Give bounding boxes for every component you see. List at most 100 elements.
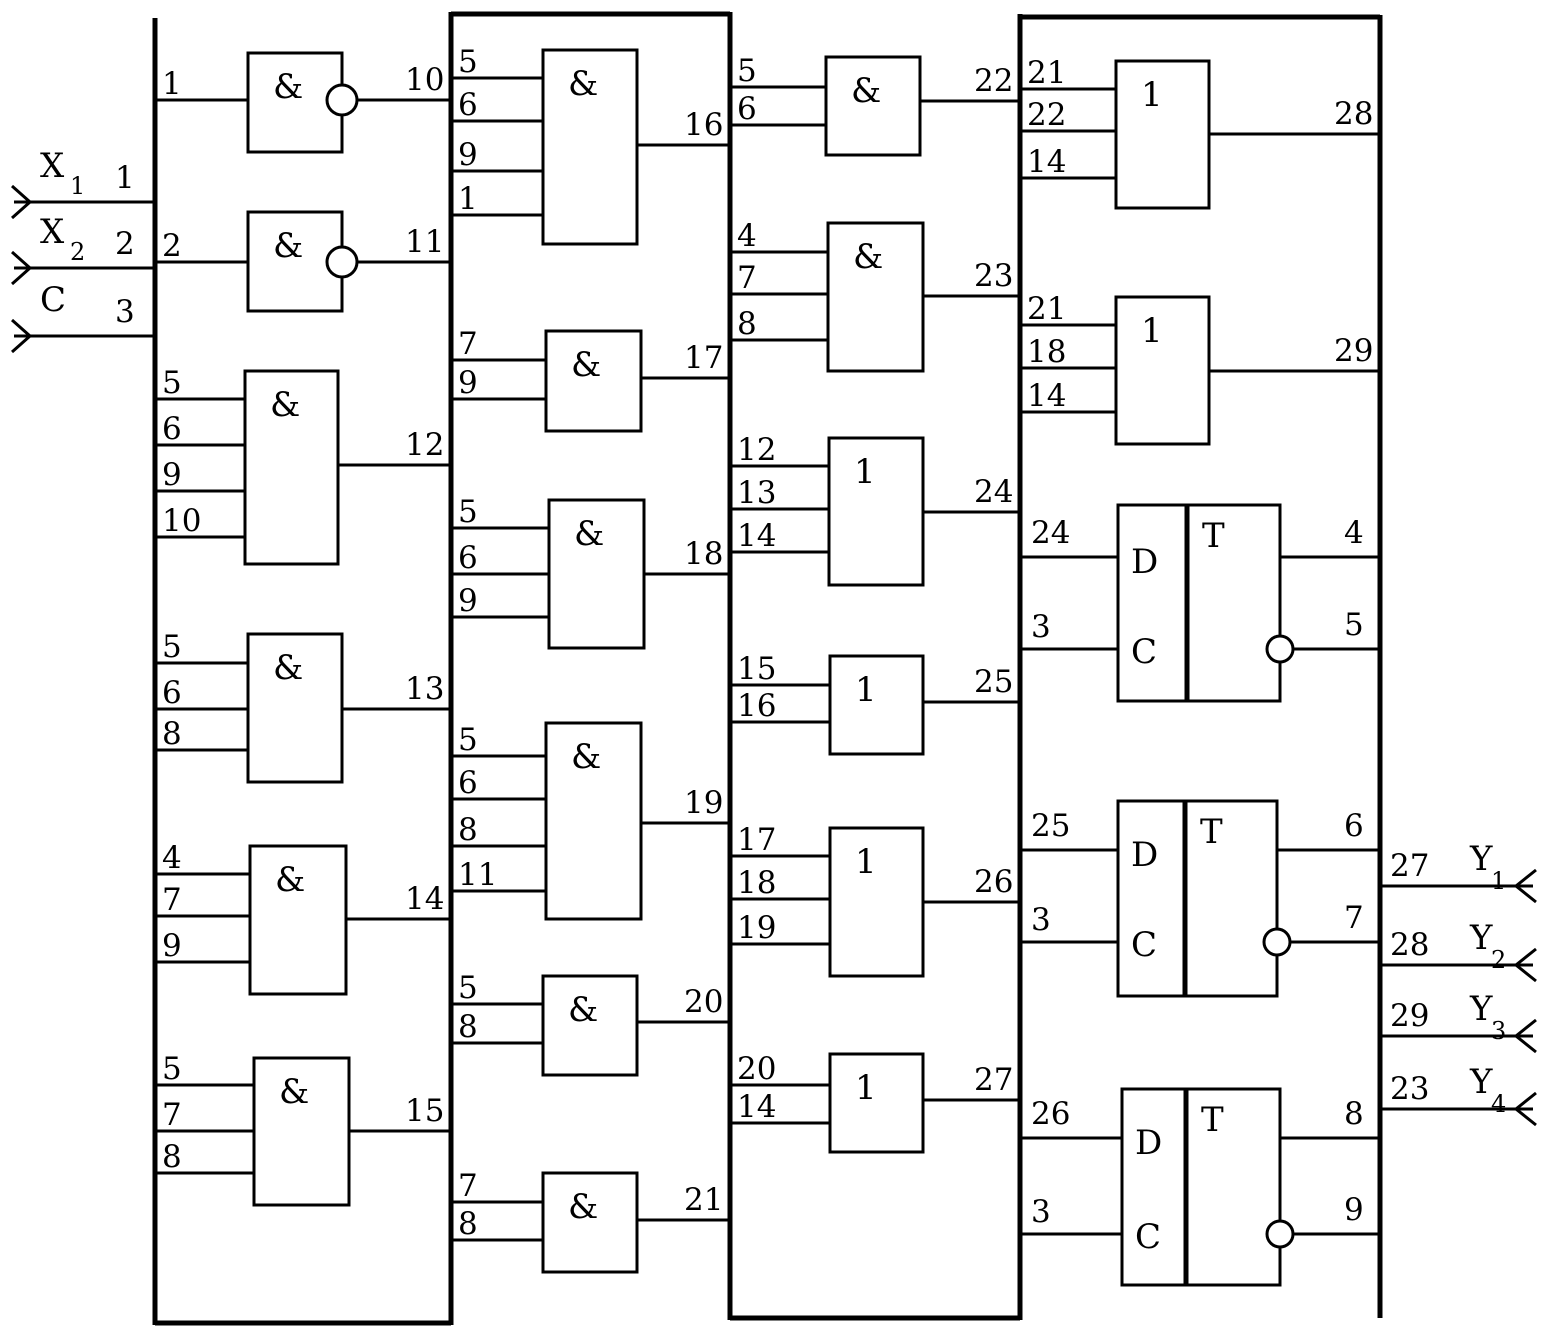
input-label: 6 [458,87,478,123]
input-label: 5 [458,44,478,80]
or-gate-body [828,654,925,756]
flipflop-t-label: T [1201,1100,1224,1140]
input-name: C [40,280,66,320]
gate-symbol: 1 [854,452,876,492]
d-input-label: 24 [1031,515,1070,551]
output-name: Y [1469,918,1493,958]
input-label: 6 [458,540,478,576]
input-label: 11 [458,857,497,893]
input-label: 6 [162,411,182,447]
input-label: 14 [737,1089,776,1125]
output-label: 27 [974,1062,1013,1098]
or-gate-body [828,1052,925,1154]
output-label: 14 [405,881,444,917]
gate-10: 1&10 [155,51,451,154]
or-gate-body [1114,59,1211,210]
gate-symbol: & [571,345,601,385]
nq-output-label: 9 [1344,1192,1364,1228]
input-arrow-icon [11,184,33,220]
input-label: 9 [162,457,182,493]
input-label: 5 [458,722,478,758]
flipflop-d-label: D [1135,1123,1162,1163]
input-name: X [40,212,65,252]
inversion-bubble [1265,1219,1295,1249]
input-label: 5 [162,629,182,665]
c-input-label: 3 [1031,902,1051,938]
gate-22: 56&22 [730,53,1020,157]
and-gate-body [541,1171,639,1274]
input-label: 5 [737,53,757,89]
gate-17: 79&17 [451,326,730,433]
output-subscript: 4 [1491,1090,1506,1118]
output-pin-label: 27 [1390,848,1429,884]
input-label: 7 [162,1097,182,1133]
flipflop-c-label: C [1131,925,1157,965]
output-subscript: 3 [1491,1017,1506,1045]
input-label: 9 [458,583,478,619]
gate-symbol: & [851,71,881,111]
flipflop-t-label: T [1200,812,1223,852]
output-label: 24 [974,474,1013,510]
flipflop-d-label: D [1131,542,1158,582]
and-gate-body [541,48,639,246]
input-label: 9 [458,365,478,401]
flipflop-c-label: C [1131,632,1157,672]
nq-output-label: 7 [1344,900,1364,936]
input-label: 21 [1027,291,1066,327]
input-label: 19 [737,910,776,946]
inversion-bubble [1265,634,1295,664]
input-label: 16 [737,688,776,724]
input-label: 14 [737,518,776,554]
input-label: 7 [737,260,757,296]
output-label: 16 [684,107,723,143]
and-gate-body [547,498,646,650]
output-label: 23 [974,258,1013,294]
input-label: 1 [162,66,182,102]
gate-18: 569&18 [451,494,730,650]
gate-20: 58&20 [451,970,730,1077]
input-label: 22 [1027,97,1066,133]
q-output-label: 6 [1344,808,1364,844]
output-subscript: 1 [1491,867,1506,895]
d-input-label: 26 [1031,1096,1070,1132]
input-arrow-icon [11,250,33,286]
bus-2 [451,11,733,1320]
gate-symbol: 1 [855,670,877,710]
input-label: 14 [1027,378,1066,414]
input-label: 7 [162,882,182,918]
or-gate-body [827,436,925,587]
gate-21: 78&21 [451,1168,730,1274]
input-pin-label: 1 [115,160,135,196]
output-name: Y [1469,839,1493,879]
output-subscript: 2 [1491,946,1506,974]
and-gate-body [243,369,340,566]
gate-symbol: 1 [1141,75,1163,115]
and-gate-body [826,221,925,373]
gate-symbol: & [568,64,598,104]
input-label: 8 [162,716,182,752]
flipflop-t-label: T [1202,516,1225,556]
inversion-bubble [1262,927,1292,957]
q-output-label: 8 [1344,1096,1364,1132]
input-label: 4 [162,840,182,876]
flipflop-body [1116,503,1282,703]
nq-output-label: 5 [1344,607,1364,643]
gate-symbol: 1 [1141,311,1163,351]
output-label: 21 [684,1182,723,1218]
gate-symbol: & [279,1072,309,1112]
flipflop-body [1116,799,1279,998]
output-arrow-icon [1513,1018,1537,1054]
output-name: Y [1469,1062,1493,1102]
bus-3 [730,14,1023,1321]
input-label: 6 [737,91,757,127]
bus-1 [152,12,454,1326]
